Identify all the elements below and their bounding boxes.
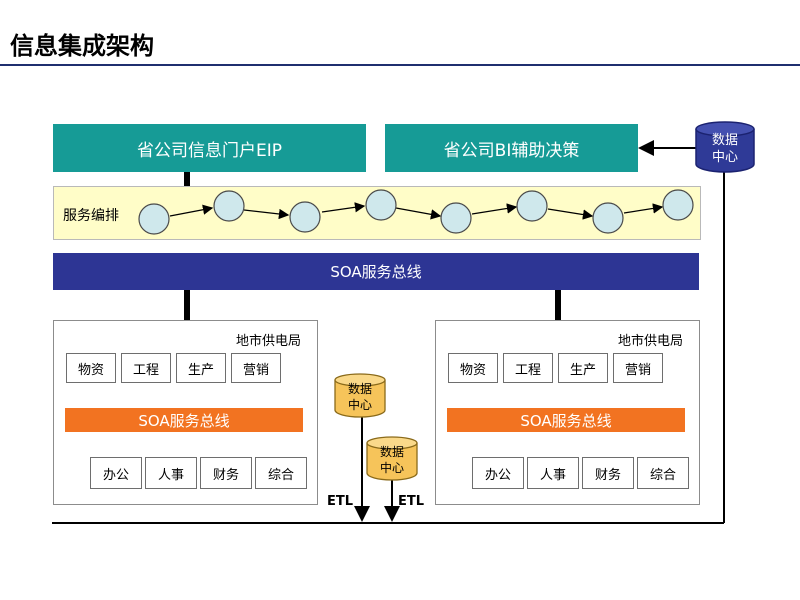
left-module-materials: 物资 bbox=[66, 353, 116, 383]
left-module-production: 生产 bbox=[176, 353, 226, 383]
right-module-hr: 人事 bbox=[527, 457, 579, 489]
right-soa-bus-label: SOA服务总线 bbox=[520, 411, 612, 430]
etl-right-label: ETL bbox=[398, 494, 425, 509]
right-module-marketing: 营销 bbox=[613, 353, 663, 383]
orchestration-node bbox=[213, 190, 245, 222]
left-module-hr: 人事 bbox=[145, 457, 197, 489]
left-module-engineering: 工程 bbox=[121, 353, 171, 383]
etl-left-label: ETL bbox=[327, 494, 354, 509]
datacenter-right-line2: 中心 bbox=[379, 461, 404, 475]
left-soa-bus: SOA服务总线 bbox=[65, 408, 303, 432]
service-orchestration-label: 服务编排 bbox=[63, 208, 119, 224]
page-title: 信息集成架构 bbox=[10, 32, 154, 60]
orchestration-node bbox=[516, 190, 548, 222]
datacenter-left-line2: 中心 bbox=[347, 398, 372, 412]
left-module-marketing: 营销 bbox=[231, 353, 281, 383]
datacenter-right-label: 数据 中心 bbox=[365, 444, 419, 476]
eip-portal-label: 省公司信息门户EIP bbox=[136, 140, 282, 161]
datacenter-top-label: 数据 中心 bbox=[694, 132, 756, 166]
right-bureau-label: 地市供电局 bbox=[618, 334, 684, 349]
datacenter-right-icon bbox=[366, 436, 418, 481]
bi-decision-box: 省公司BI辅助决策 bbox=[385, 124, 638, 172]
soa-bus-main-label: SOA服务总线 bbox=[330, 263, 422, 281]
datacenter-left-label: 数据 中心 bbox=[333, 381, 387, 413]
datacenter-left-icon bbox=[334, 373, 386, 418]
right-module-office: 办公 bbox=[472, 457, 524, 489]
eip-portal-box: 省公司信息门户EIP bbox=[53, 124, 366, 172]
datacenter-top-line2: 中心 bbox=[711, 150, 738, 165]
datacenter-left-line1: 数据 bbox=[347, 382, 372, 396]
right-module-general: 综合 bbox=[637, 457, 689, 489]
orchestration-node bbox=[440, 202, 472, 234]
right-module-finance: 财务 bbox=[582, 457, 634, 489]
left-bureau-label: 地市供电局 bbox=[236, 334, 302, 349]
datacenter-top-icon bbox=[695, 121, 755, 173]
datacenter-top-line1: 数据 bbox=[711, 133, 738, 148]
datacenter-right-line1: 数据 bbox=[379, 445, 404, 459]
right-module-production: 生产 bbox=[558, 353, 608, 383]
right-soa-bus: SOA服务总线 bbox=[447, 408, 685, 432]
left-soa-bus-label: SOA服务总线 bbox=[138, 411, 230, 430]
soa-bus-main: SOA服务总线 bbox=[53, 253, 699, 290]
orchestration-node bbox=[592, 202, 624, 234]
bi-decision-label: 省公司BI辅助决策 bbox=[443, 140, 580, 161]
orchestration-node bbox=[662, 189, 694, 221]
left-module-office: 办公 bbox=[90, 457, 142, 489]
right-module-materials: 物资 bbox=[448, 353, 498, 383]
orchestration-node bbox=[365, 189, 397, 221]
left-module-general: 综合 bbox=[255, 457, 307, 489]
orchestration-node bbox=[138, 203, 170, 235]
title-underline bbox=[0, 64, 800, 66]
right-module-engineering: 工程 bbox=[503, 353, 553, 383]
orchestration-node bbox=[289, 201, 321, 233]
left-module-finance: 财务 bbox=[200, 457, 252, 489]
